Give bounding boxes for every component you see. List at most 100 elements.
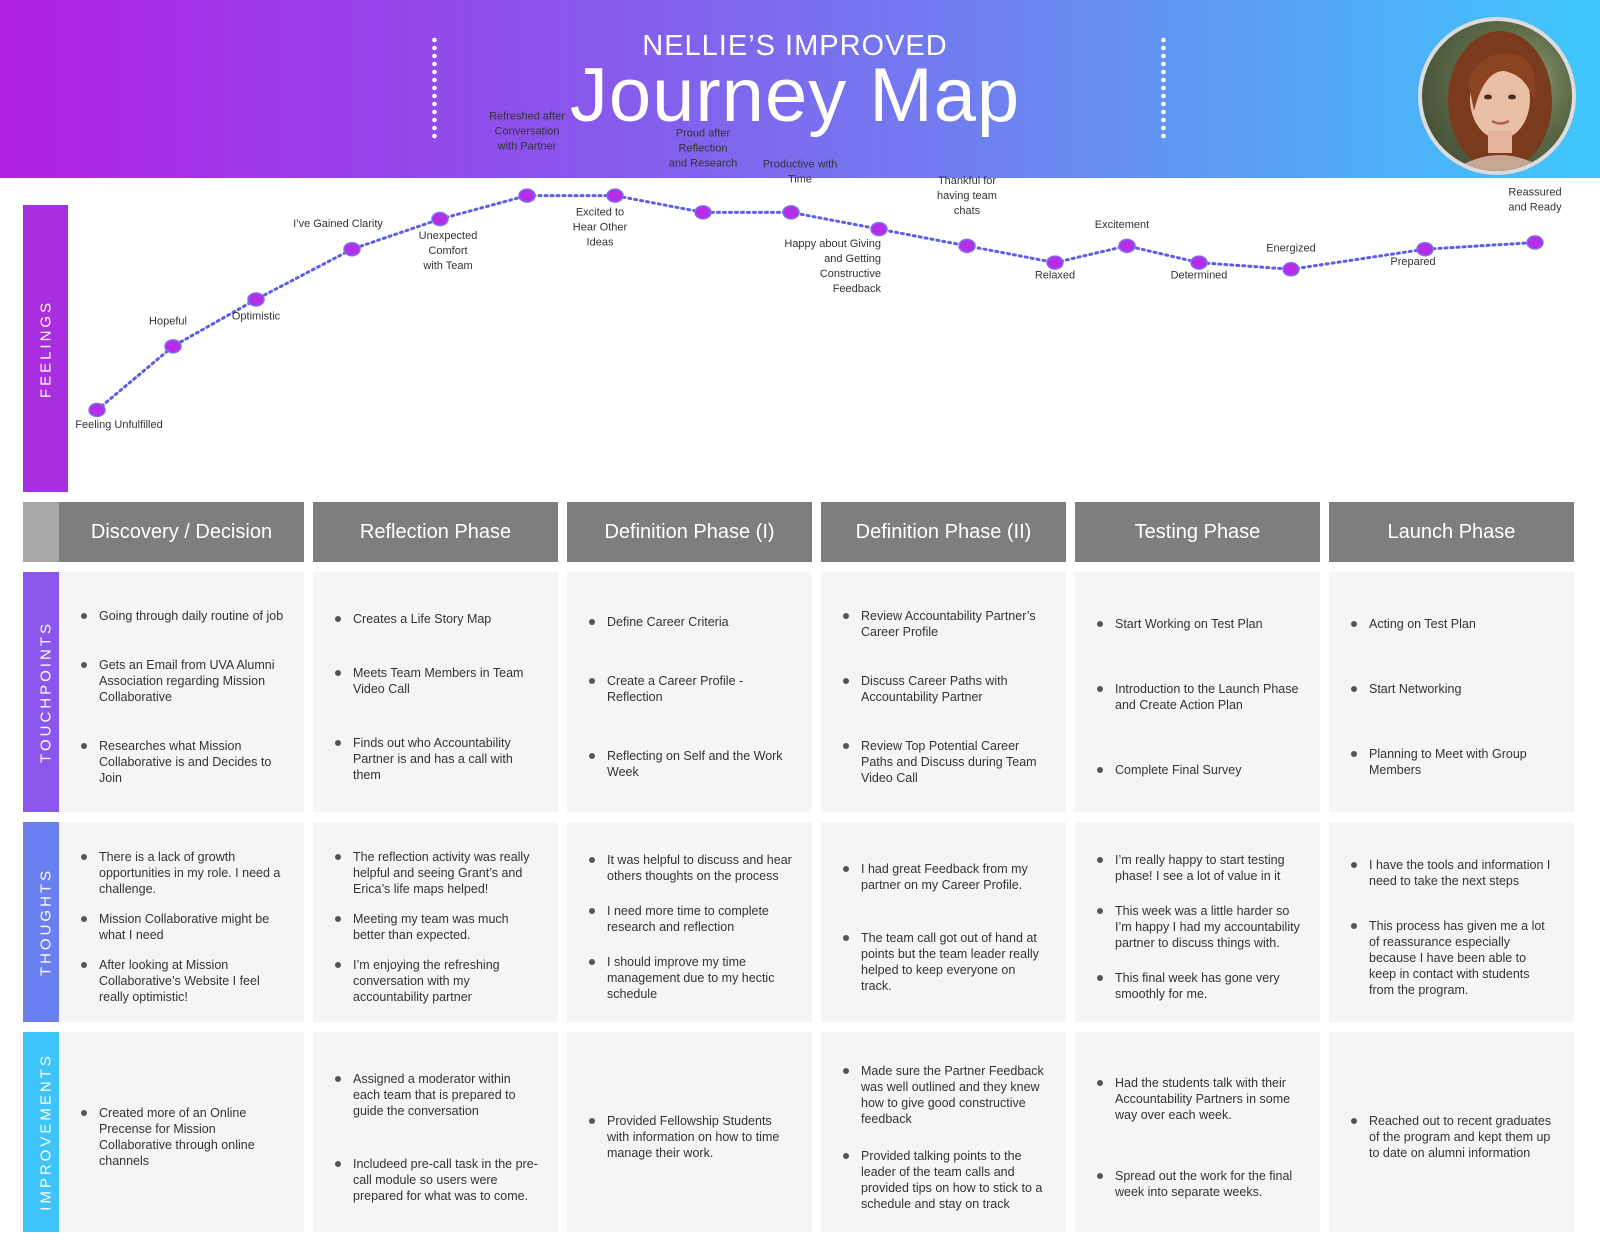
- thoughts-list: After looking at Mission Collaborative’s…: [79, 951, 284, 1011]
- header-banner: NELLIE’S IMPROVED Journey Map: [0, 0, 1600, 178]
- row-label-touchpoints-text: TOUCHPOINTS: [37, 621, 54, 763]
- touchpoints-bullet-item: Start Networking: [1349, 681, 1554, 697]
- improvements-list: Assigned a moderator within each team th…: [333, 1065, 538, 1125]
- touchpoints-bullet-item: Define Career Criteria: [587, 614, 792, 630]
- thoughts-list: I should improve my time management due …: [587, 948, 792, 1008]
- thoughts-list: This final week has gone very smoothly f…: [1095, 964, 1300, 1008]
- improvements-bullet-item: Created more of an Online Precense for M…: [79, 1105, 284, 1169]
- improvements-cell: Provided Fellowship Students with inform…: [567, 1032, 812, 1232]
- thoughts-bullet-item: The reflection activity was really helpf…: [333, 849, 538, 897]
- touchpoints-bullet-item: Creates a Life Story Map: [333, 611, 538, 627]
- dotted-divider-left: [432, 36, 437, 142]
- thoughts-list: The team call got out of hand at points …: [841, 924, 1046, 1000]
- improvements-bullet-item: Provided talking points to the leader of…: [841, 1148, 1046, 1212]
- touchpoints-bullet-item: Review Accountability Partner’s Career P…: [841, 608, 1046, 640]
- row-label-thoughts-text: THOUGHTS: [37, 867, 54, 977]
- touchpoints-list: Start Networking: [1349, 675, 1554, 703]
- feeling-point: [1416, 241, 1434, 257]
- improvements-list: Made sure the Partner Feedback was well …: [841, 1057, 1046, 1133]
- touchpoints-bullet-item: Going through daily routine of job: [79, 608, 284, 624]
- phase-header: Discovery / Decision: [59, 502, 304, 562]
- feeling-label: Energized: [1266, 242, 1316, 254]
- touchpoints-bullet-item: Researches what Mission Collaborative is…: [79, 738, 284, 786]
- user-portrait-icon: [1448, 31, 1552, 171]
- improvements-cell: Made sure the Partner Feedback was well …: [821, 1032, 1066, 1232]
- thoughts-bullet-item: I’m really happy to start testing phase!…: [1095, 852, 1300, 884]
- touchpoints-list: Meets Team Members in Team Video Call: [333, 659, 538, 703]
- phase-header: Definition Phase (II): [821, 502, 1066, 562]
- improvements-list: Spread out the work for the final week i…: [1095, 1162, 1300, 1206]
- touchpoints-bullet-item: Introduction to the Launch Phase and Cre…: [1095, 681, 1300, 713]
- feeling-point: [164, 339, 182, 354]
- touchpoints-list: Define Career Criteria: [587, 608, 792, 636]
- phase-header: Definition Phase (I): [567, 502, 812, 562]
- touchpoints-list: Discuss Career Paths with Accountability…: [841, 667, 1046, 711]
- touchpoints-bullet-item: Discuss Career Paths with Accountability…: [841, 673, 1046, 705]
- feeling-point: [343, 241, 361, 257]
- thoughts-list: I have the tools and information I need …: [1349, 851, 1554, 895]
- improvements-bullet-item: Had the students talk with their Account…: [1095, 1075, 1300, 1123]
- touchpoints-list: Introduction to the Launch Phase and Cre…: [1095, 675, 1300, 719]
- thoughts-list: The reflection activity was really helpf…: [333, 843, 538, 903]
- improvements-list: Provided talking points to the leader of…: [841, 1142, 1046, 1218]
- thoughts-list: This week was a little harder so I’m hap…: [1095, 897, 1300, 957]
- thoughts-bullet-item: After looking at Mission Collaborative’s…: [79, 957, 284, 1005]
- feeling-label: Feeling Unfulfilled: [75, 419, 162, 431]
- feeling-label: Prepared: [1390, 256, 1435, 268]
- feeling-point: [431, 211, 449, 227]
- thoughts-cell: It was helpful to discuss and hear other…: [567, 822, 812, 1022]
- touchpoints-bullet-item: Meets Team Members in Team Video Call: [333, 665, 538, 697]
- touchpoints-bullet-item: Create a Career Profile - Reflection: [587, 673, 792, 705]
- thoughts-list: Meeting my team was much better than exp…: [333, 905, 538, 949]
- touchpoints-bullet-item: Complete Final Survey: [1095, 762, 1300, 778]
- improvements-bullet-item: Assigned a moderator within each team th…: [333, 1071, 538, 1119]
- improvements-list: Had the students talk with their Account…: [1095, 1069, 1300, 1129]
- improvements-bullet-item: Includeed pre-call task in the pre-call …: [333, 1156, 538, 1204]
- thoughts-bullet-item: Mission Collaborative might be what I ne…: [79, 911, 284, 943]
- feeling-point: [694, 205, 712, 220]
- touchpoints-list: Review Accountability Partner’s Career P…: [841, 602, 1046, 646]
- improvements-list: Includeed pre-call task in the pre-call …: [333, 1150, 538, 1210]
- thoughts-bullet-item: This final week has gone very smoothly f…: [1095, 970, 1300, 1002]
- thoughts-list: I need more time to complete research an…: [587, 897, 792, 941]
- touchpoints-list: Create a Career Profile - Reflection: [587, 667, 792, 711]
- thoughts-bullet-item: I need more time to complete research an…: [587, 903, 792, 935]
- touchpoints-list: Gets an Email from UVA Alumni Associatio…: [79, 651, 284, 711]
- phase-header-stub: [23, 502, 59, 562]
- touchpoints-cell: Review Accountability Partner’s Career P…: [821, 572, 1066, 812]
- feeling-point: [1190, 255, 1208, 270]
- thoughts-bullet-item: Meeting my team was much better than exp…: [333, 911, 538, 943]
- feeling-point: [958, 238, 976, 254]
- touchpoints-list: Creates a Life Story Map: [333, 605, 538, 633]
- feeling-point: [1118, 238, 1136, 254]
- touchpoints-bullet-item: Gets an Email from UVA Alumni Associatio…: [79, 657, 284, 705]
- touchpoints-list: Finds out who Accountability Partner is …: [333, 729, 538, 789]
- thoughts-bullet-item: I should improve my time management due …: [587, 954, 792, 1002]
- thoughts-list: It was helpful to discuss and hear other…: [587, 846, 792, 890]
- improvements-list: Provided Fellowship Students with inform…: [587, 1107, 792, 1167]
- touchpoints-list: Going through daily routine of job: [79, 602, 284, 630]
- improvements-list: Reached out to recent graduates of the p…: [1349, 1107, 1554, 1167]
- touchpoints-bullet-item: Finds out who Accountability Partner is …: [333, 735, 538, 783]
- improvements-bullet-item: Reached out to recent graduates of the p…: [1349, 1113, 1554, 1161]
- improvements-cell: Had the students talk with their Account…: [1075, 1032, 1320, 1232]
- touchpoints-list: Review Top Potential Career Paths and Di…: [841, 732, 1046, 792]
- feeling-label: Excitement: [1095, 219, 1149, 231]
- thoughts-cell: I’m really happy to start testing phase!…: [1075, 822, 1320, 1022]
- thoughts-list: Mission Collaborative might be what I ne…: [79, 905, 284, 949]
- feeling-point: [606, 188, 624, 203]
- thoughts-bullet-item: This week was a little harder so I’m hap…: [1095, 903, 1300, 951]
- touchpoints-list: Complete Final Survey: [1095, 756, 1300, 784]
- improvements-bullet-item: Made sure the Partner Feedback was well …: [841, 1063, 1046, 1127]
- touchpoints-bullet-item: Start Working on Test Plan: [1095, 616, 1300, 632]
- feeling-label: Hopeful: [149, 315, 187, 327]
- improvements-bullet-item: Provided Fellowship Students with inform…: [587, 1113, 792, 1161]
- thoughts-list: This process has given me a lot of reass…: [1349, 912, 1554, 1004]
